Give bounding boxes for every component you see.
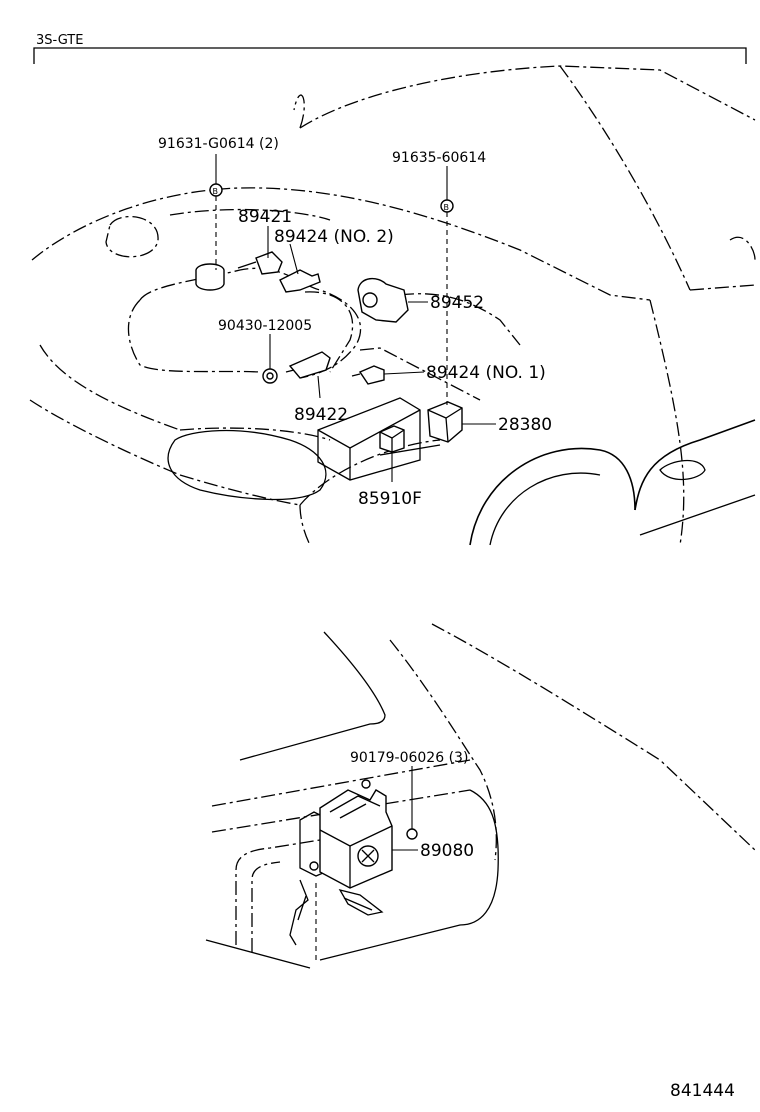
callout-89424-no2: 89424 (NO. 2): [274, 227, 394, 247]
lower-callouts: 90179-06026 (3) 89080: [350, 750, 474, 861]
bolt-symbol-letter: B: [444, 203, 450, 212]
part-89080-body: [319, 789, 393, 889]
callout-90179-06026: 90179-06026 (3): [350, 750, 468, 766]
part-28380-body: [427, 401, 463, 443]
header-bracket: 3S-GTE: [33, 33, 747, 64]
upper-callouts: 91631-G0614 (2) 91635-60614 89421 89424 …: [158, 136, 552, 509]
callout-28380: 28380: [498, 415, 552, 435]
part-89452-body: [357, 277, 409, 323]
upper-parts: B B: [195, 183, 463, 453]
part-89424-no1-body: [358, 365, 385, 385]
part-89424-no2-body: [279, 269, 321, 293]
callout-91631-g0614: 91631-G0614 (2): [158, 136, 279, 152]
upper-leader-lines: [215, 154, 496, 482]
callout-89452: 89452: [430, 293, 484, 313]
nut-90179-part: [406, 828, 418, 840]
part-89421-body: [255, 251, 283, 275]
engine-bay-illustration: [29, 65, 756, 546]
lower-leader-lines: [392, 766, 418, 851]
interior-illustration: [205, 623, 756, 969]
engine-label: 3S-GTE: [36, 33, 83, 48]
part-89422-body: [288, 351, 331, 379]
reservoir-cap-part: [195, 263, 225, 291]
callout-91635-60614: 91635-60614: [392, 150, 486, 166]
callout-89080: 89080: [420, 841, 474, 861]
figure-number: 841444: [670, 1081, 735, 1101]
callout-90430-12005: 90430-12005: [218, 318, 312, 334]
callout-89421: 89421: [238, 207, 292, 227]
callout-85910f: 85910F: [358, 489, 422, 509]
bolt-symbol-letter: B: [213, 187, 219, 196]
callout-89424-no1: 89424 (NO. 1): [426, 363, 546, 383]
part-89080-assembly: [309, 779, 418, 889]
callout-89422: 89422: [294, 405, 348, 425]
